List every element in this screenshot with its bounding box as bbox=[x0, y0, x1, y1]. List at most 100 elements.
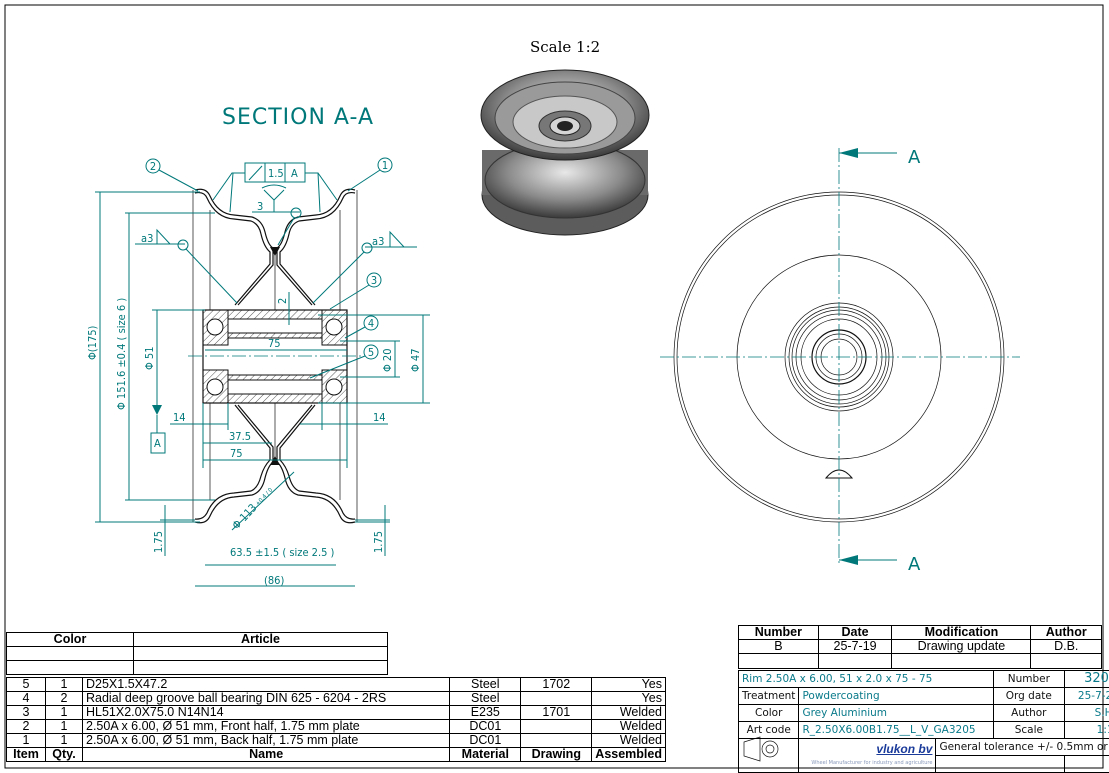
tb-treatment: Powdercoating bbox=[798, 687, 994, 705]
col-qty: Qty. bbox=[45, 747, 83, 762]
parts-name: 2.50A x 6.00, Ø 51 mm, Front half, 1.75 … bbox=[81, 719, 451, 734]
parts-material: Steel bbox=[449, 691, 522, 706]
tb-art-code-label: Art code bbox=[737, 721, 800, 739]
dim-width-86: (86) bbox=[264, 574, 284, 587]
parts-name: D25X1.5X47.2 bbox=[81, 677, 451, 692]
parts-assembled: Welded bbox=[591, 733, 666, 748]
parts-item: 1 bbox=[6, 733, 46, 748]
weld-right-label: a3 bbox=[372, 235, 384, 248]
dim-diameter-113-tolerance: +0.4 / 0 bbox=[254, 486, 274, 507]
col-name: Name bbox=[81, 747, 451, 762]
parts-item: 5 bbox=[6, 677, 46, 692]
company-tagline: Wheel Manufacturer for industry and agri… bbox=[811, 760, 933, 766]
dim-diameter-175: Φ(175) bbox=[86, 325, 99, 360]
tb-author: S.H. bbox=[1063, 704, 1109, 722]
section-marker-bottom: A bbox=[908, 554, 921, 575]
dim-half-37-5: 37.5 bbox=[229, 430, 251, 443]
dim-bottom-75: 75 bbox=[230, 447, 243, 460]
parts-assembled: Yes bbox=[591, 691, 666, 706]
col-drawing: Drawing bbox=[520, 747, 593, 762]
parts-name: Radial deep groove ball bearing DIN 625 … bbox=[81, 691, 451, 706]
dim-hub-75: 75 bbox=[268, 337, 281, 350]
dim-wall-2: 2 bbox=[276, 298, 289, 304]
tolerance-datum: A bbox=[291, 167, 298, 180]
company-name: vlukon bv bbox=[876, 742, 933, 756]
balloon-2: 2 bbox=[150, 160, 156, 173]
parts-material: Steel bbox=[449, 677, 522, 692]
section-title: SECTION A-A bbox=[222, 105, 374, 130]
dim-diameter-51: Φ 51 bbox=[143, 346, 156, 370]
parts-drawing bbox=[520, 733, 593, 748]
revision-table: Number Date Modification Author B 25-7-1… bbox=[738, 625, 1102, 669]
tb-sheet-size: A2 bbox=[1063, 755, 1109, 773]
tb-number: 3205B bbox=[1063, 670, 1109, 688]
dim-diameter-151: Φ 151.6 ±0.4 ( size 6 ) bbox=[115, 298, 128, 410]
parts-material: DC01 bbox=[449, 719, 522, 734]
front-view: A A bbox=[660, 147, 1020, 575]
tb-tolerance: General tolerance +/- 0.5mm or +/- 1° bbox=[935, 738, 1109, 756]
rev-author: D.B. bbox=[1030, 639, 1102, 654]
parts-item: 2 bbox=[6, 719, 46, 734]
tb-art-code: R_2.50X6.00B1.75__L_V_GA3205 bbox=[798, 721, 994, 739]
col-item: Item bbox=[6, 747, 46, 762]
col-material: Material bbox=[449, 747, 522, 762]
rev-col-modification: Modification bbox=[891, 625, 1032, 640]
section-marker-top: A bbox=[908, 147, 921, 168]
dim-right-14: 14 bbox=[373, 411, 386, 424]
rev-modification: Drawing update bbox=[891, 639, 1032, 654]
parts-qty: 1 bbox=[45, 719, 83, 734]
balloon-5: 5 bbox=[368, 346, 374, 359]
dim-plate-left: 1.75 bbox=[152, 531, 165, 553]
parts-drawing bbox=[520, 691, 593, 706]
tb-color: Grey Aluminium bbox=[798, 704, 994, 722]
rev-col-author: Author bbox=[1030, 625, 1102, 640]
section-annotations: 1.5 A 3 a3 a3 1 2 3 4 5 Φ(175) Φ 151.6 ±… bbox=[86, 157, 430, 587]
tb-author-label: Author bbox=[992, 704, 1065, 722]
sheet-border bbox=[4, 4, 1104, 769]
parts-drawing: 1701 bbox=[520, 705, 593, 720]
color-header: Color bbox=[6, 632, 134, 647]
dim-left-14: 14 bbox=[173, 411, 186, 424]
company-logo: vlukon bv Wheel Manufacturer for industr… bbox=[798, 738, 937, 773]
parts-item: 3 bbox=[6, 705, 46, 720]
dim-plate-right: 1.75 bbox=[372, 531, 385, 553]
dim-diameter-47: Φ 47 bbox=[409, 348, 422, 372]
parts-drawing bbox=[520, 719, 593, 734]
rim-3d-render bbox=[480, 69, 650, 236]
section-view bbox=[188, 188, 362, 524]
balloon-3: 3 bbox=[371, 274, 377, 287]
dim-diameter-20: Φ 20 bbox=[381, 348, 394, 372]
parts-qty: 1 bbox=[45, 733, 83, 748]
col-assembled: Assembled bbox=[591, 747, 666, 762]
rev-number: B bbox=[738, 639, 819, 654]
datum-a-box: A bbox=[154, 437, 161, 450]
parts-qty: 1 bbox=[45, 705, 83, 720]
balloon-4: 4 bbox=[368, 317, 374, 330]
tb-description: Rim 2.50A x 6.00, 51 x 2.0 x 75 - 75 bbox=[738, 670, 994, 688]
tolerance-value: 1.5 bbox=[268, 167, 284, 180]
tb-number-label: Number bbox=[992, 670, 1065, 688]
tb-scale-label: Scale bbox=[992, 721, 1065, 739]
balloon-1: 1 bbox=[382, 159, 388, 172]
tb-org-date-label: Org date bbox=[992, 687, 1065, 705]
parts-assembled: Yes bbox=[591, 677, 666, 692]
rev-col-number: Number bbox=[738, 625, 819, 640]
parts-material: E235 bbox=[449, 705, 522, 720]
parts-name: HL51X2.0X75.0 N14N14 bbox=[81, 705, 451, 720]
tb-color-label: Color bbox=[737, 704, 800, 722]
parts-item: 4 bbox=[6, 691, 46, 706]
parts-drawing: 1702 bbox=[520, 677, 593, 692]
parts-name: 2.50A x 6.00, Ø 51 mm, Back half, 1.75 m… bbox=[81, 733, 451, 748]
scale-label: Scale 1:2 bbox=[530, 38, 600, 56]
article-header: Article bbox=[133, 632, 388, 647]
parts-material: DC01 bbox=[449, 733, 522, 748]
tb-org-date: 25-7-2019 bbox=[1063, 687, 1109, 705]
tb-scale: 1:1 bbox=[1063, 721, 1109, 739]
weld-top-label: 3 bbox=[257, 200, 263, 213]
